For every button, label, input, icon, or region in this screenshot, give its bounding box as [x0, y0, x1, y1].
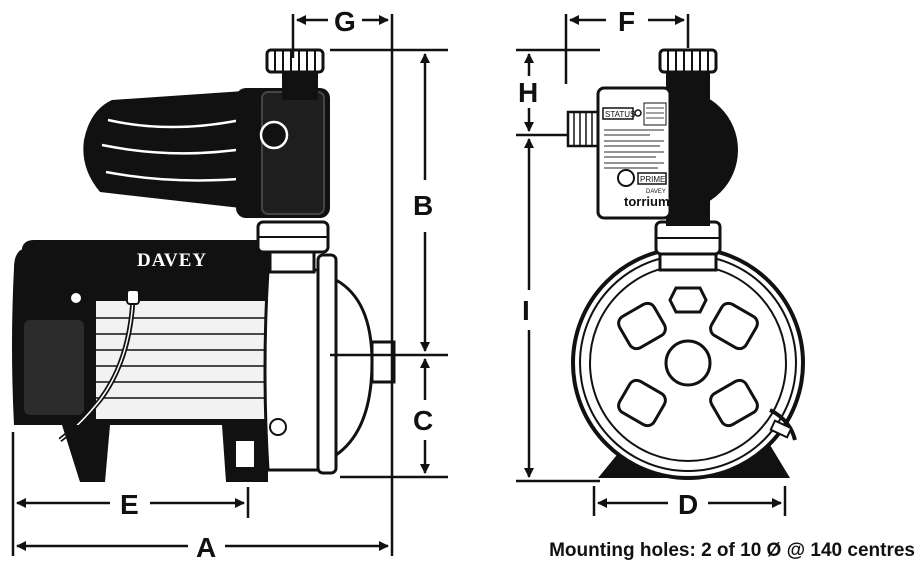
- volute: [334, 277, 374, 458]
- dim-label-b: B: [413, 190, 433, 221]
- prime-button: [617, 169, 635, 187]
- volute-hub: [664, 339, 712, 387]
- pump-head: [263, 268, 322, 472]
- controller-port: [259, 120, 289, 150]
- outlet-port: [370, 340, 396, 384]
- panel-instructions: [604, 129, 664, 169]
- riser-pipe: [666, 68, 710, 226]
- side-brand-label: DAVEY: [137, 250, 207, 271]
- side-dimension-labels: G B C E A: [120, 6, 433, 563]
- side-dimensions: [11, 14, 448, 556]
- dim-label-i: I: [522, 295, 530, 326]
- side-view: DAVEY: [12, 48, 396, 482]
- dim-label-f: F: [618, 6, 635, 37]
- prime-label: PRIME: [640, 175, 665, 184]
- panel-logo-name: torrium: [624, 194, 670, 209]
- dim-label-d: D: [678, 489, 698, 520]
- volute-windows: [617, 301, 759, 428]
- front-dimension-labels: F H I D: [518, 6, 698, 520]
- status-label: STATUS: [605, 110, 635, 119]
- drain-plug: [668, 286, 708, 314]
- dim-label-h: H: [518, 77, 538, 108]
- mounting-holes-caption: Mounting holes: 2 of 10 Ø @ 140 centres: [549, 540, 915, 561]
- front-dimensions: [516, 14, 787, 516]
- pump-flange: [316, 253, 338, 475]
- dim-label-a: A: [196, 532, 216, 563]
- inlet-nut: [265, 48, 325, 74]
- front-view: STATUS PRIME DAVEY torrium: [566, 48, 805, 480]
- panel-logo-brand: DAVEY: [646, 189, 666, 195]
- front-inlet-nut: [658, 48, 718, 74]
- cap-screw: [69, 291, 83, 305]
- dim-label-g: G: [334, 6, 356, 37]
- status-badge: [602, 107, 634, 120]
- dim-label-c: C: [413, 405, 433, 436]
- base-foot-left: [62, 425, 110, 482]
- dim-label-e: E: [120, 489, 139, 520]
- status-led: [634, 109, 642, 117]
